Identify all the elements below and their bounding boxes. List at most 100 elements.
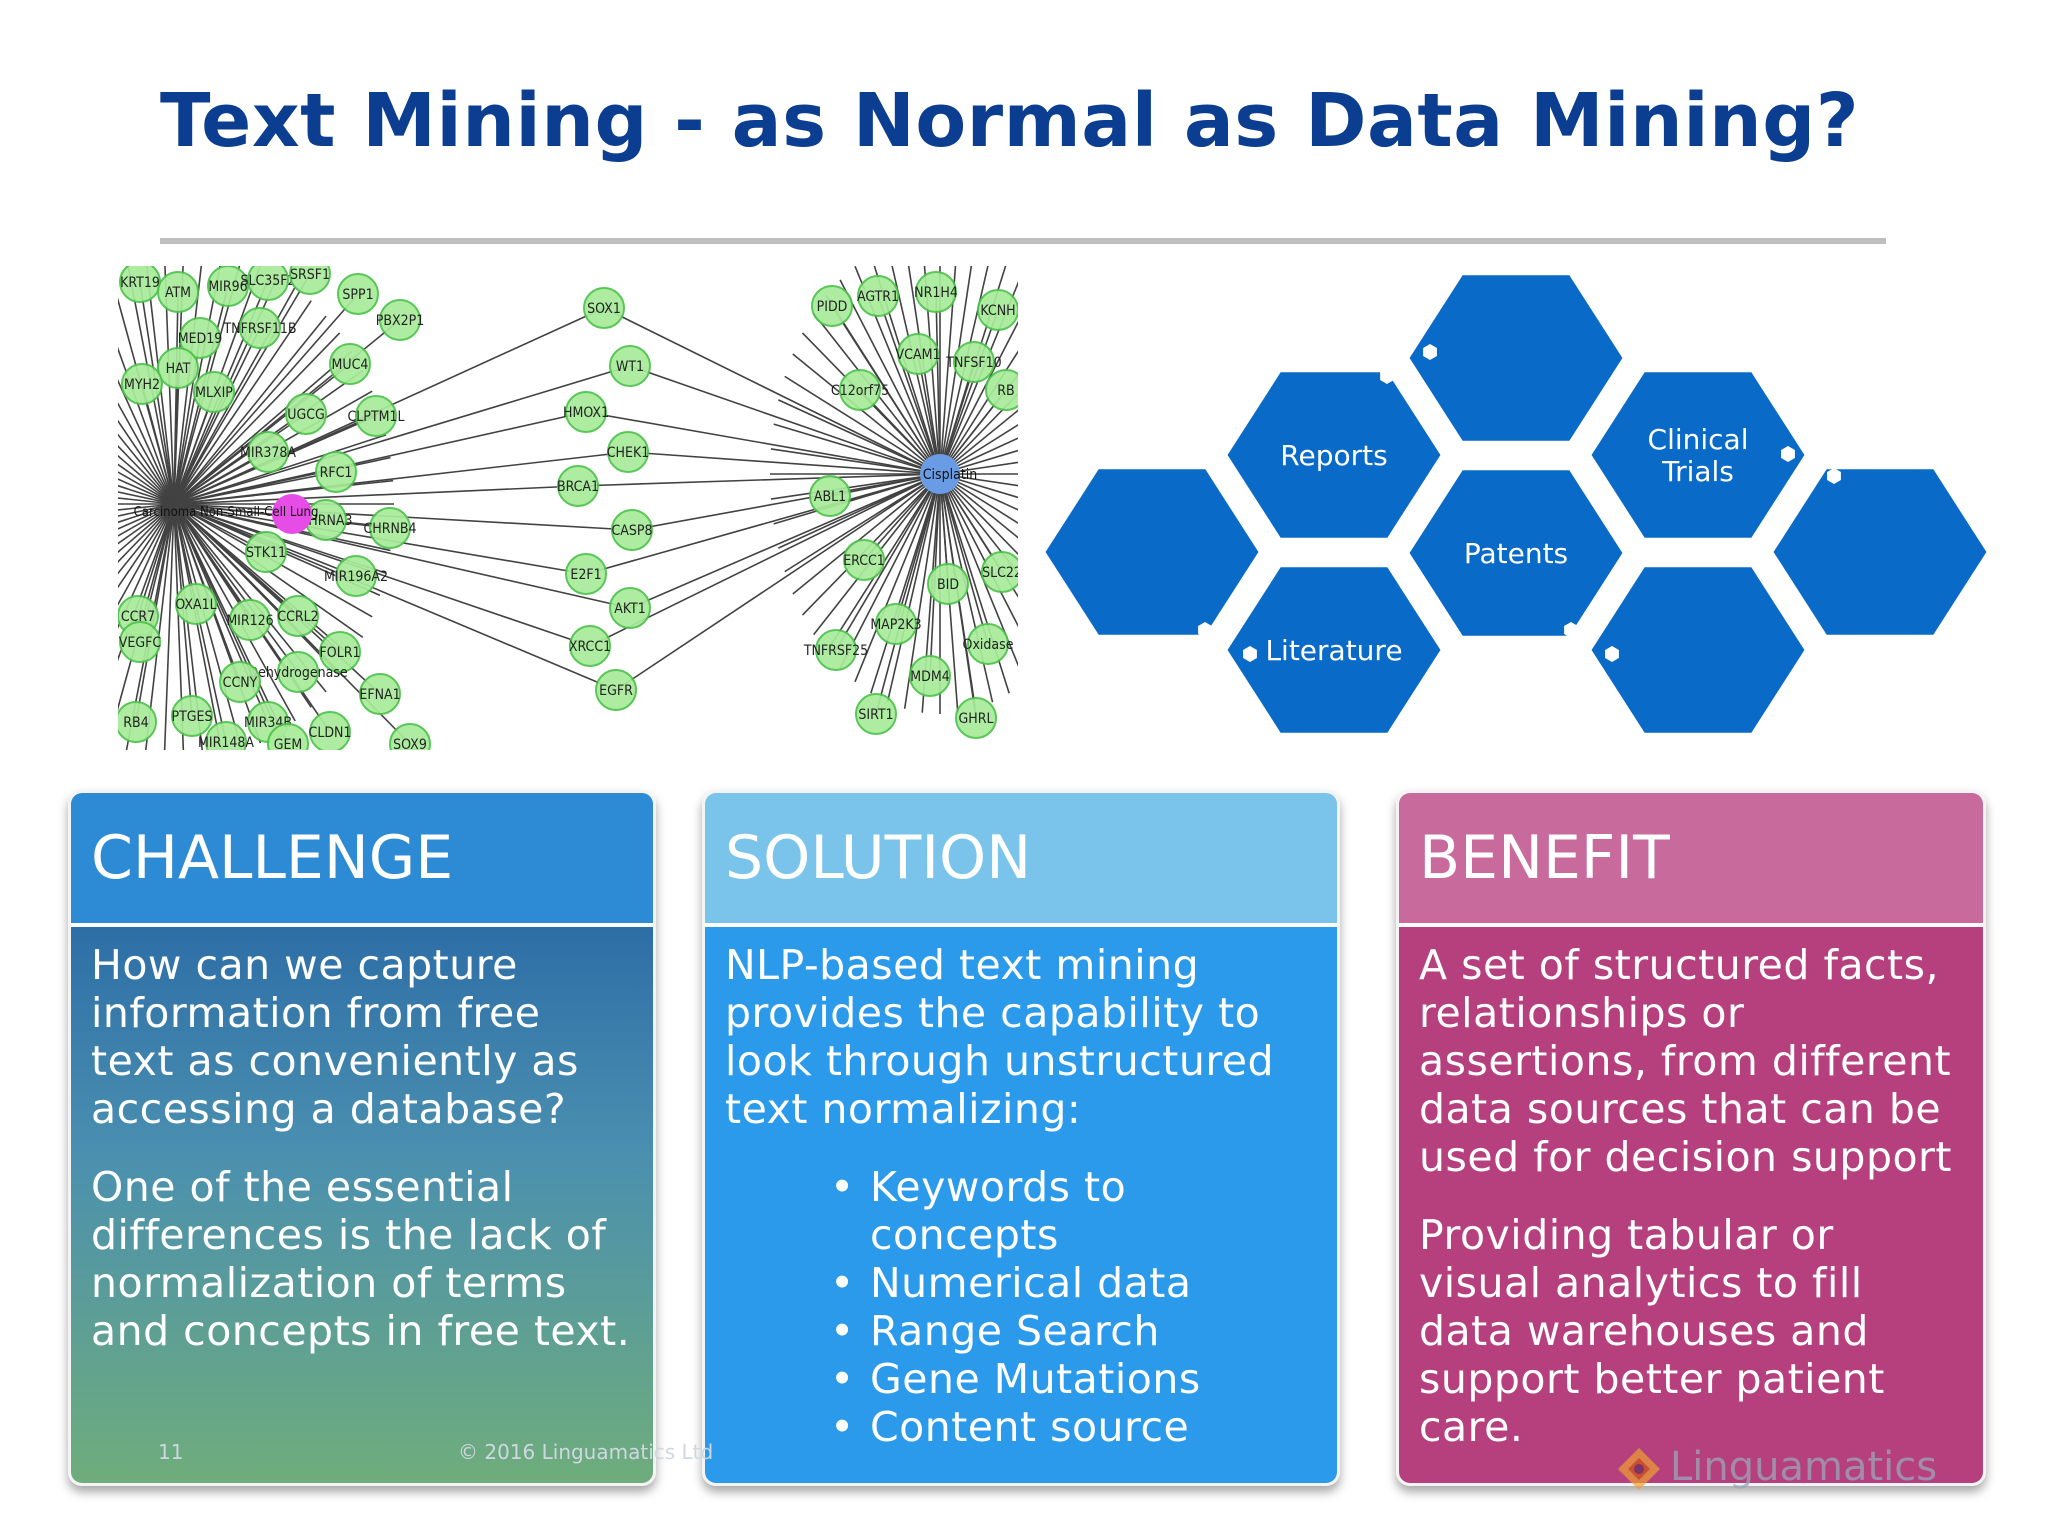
- svg-text:MAP2K3: MAP2K3: [870, 617, 921, 633]
- svg-text:MED19: MED19: [178, 331, 223, 347]
- svg-text:NR1H4: NR1H4: [914, 285, 958, 301]
- gene-node: SLC35F2: [240, 266, 296, 301]
- gene-node: MIR378A: [240, 431, 296, 473]
- gene-node: AKT1: [609, 587, 651, 629]
- svg-text:Literature: Literature: [1265, 634, 1402, 667]
- svg-text:EGFR: EGFR: [599, 683, 633, 699]
- svg-text:GEM: GEM: [274, 737, 303, 750]
- svg-text:Cisplatin: Cisplatin: [923, 467, 978, 483]
- hexagon-dot-icon: [1827, 468, 1841, 484]
- hexagon-reports: Reports: [1220, 366, 1448, 544]
- gene-node: MIR126: [226, 599, 274, 641]
- hub-node-drug: Cisplatin: [920, 454, 977, 494]
- gene-node: GHRL: [955, 697, 997, 739]
- svg-text:MLXIP: MLXIP: [195, 385, 233, 401]
- svg-text:CLDN1: CLDN1: [309, 725, 352, 741]
- hexagon-patents: Patents: [1402, 464, 1630, 642]
- copyright-text: © 2016 Linguamatics Ltd: [458, 1440, 714, 1464]
- gene-node: XRCC1: [569, 625, 611, 667]
- svg-text:CHRNA3: CHRNA3: [299, 513, 352, 529]
- hexagon-blank: [1402, 269, 1630, 447]
- gene-node: TNFSF10: [945, 341, 1002, 383]
- solution-body: NLP-based text mining provides the capab…: [705, 927, 1337, 1483]
- gene-node: CHRNA3: [299, 499, 353, 541]
- gene-node: AGTR1: [857, 275, 899, 317]
- svg-text:MIR96: MIR96: [208, 279, 247, 295]
- gene-node: C12orf75: [831, 369, 889, 411]
- hexagon-dot-icon: [1423, 344, 1437, 360]
- gene-node: SOX9: [389, 723, 431, 750]
- challenge-card: CHALLENGE How can we capture information…: [68, 790, 656, 1486]
- svg-text:AKT1: AKT1: [614, 601, 646, 617]
- svg-text:CCNY: CCNY: [223, 675, 258, 691]
- hexagon-dot-icon: [1380, 368, 1394, 384]
- challenge-paragraph-2: One of the essential differences is the …: [91, 1163, 631, 1355]
- solution-bullet: Numerical data: [830, 1259, 1317, 1307]
- gene-node: PBX2P1: [376, 299, 424, 341]
- svg-text:RB4: RB4: [123, 715, 148, 731]
- challenge-body: How can we capture information from free…: [71, 927, 653, 1483]
- svg-text:CASP8: CASP8: [611, 523, 652, 539]
- gene-node: CCNY: [219, 661, 261, 703]
- challenge-heading: CHALLENGE: [71, 793, 653, 923]
- logo-text: Linguamatics: [1670, 1444, 1938, 1490]
- gene-node: Dehydrogenase: [248, 651, 348, 693]
- svg-text:KRT19: KRT19: [120, 275, 160, 291]
- svg-text:MIR378A: MIR378A: [240, 445, 296, 461]
- gene-node: E2F1: [565, 553, 607, 595]
- gene-node: FOLR1: [319, 631, 361, 673]
- svg-text:CCRL2: CCRL2: [277, 609, 318, 625]
- hexagon-dot-icon: [1781, 446, 1795, 462]
- gene-node: HMOX1: [563, 391, 609, 433]
- svg-text:SPP1: SPP1: [342, 287, 373, 303]
- svg-text:E2F1: E2F1: [570, 567, 601, 583]
- svg-text:CHRNB4: CHRNB4: [363, 521, 416, 537]
- svg-text:ATM: ATM: [165, 285, 191, 301]
- svg-text:Trials: Trials: [1661, 455, 1734, 488]
- gene-node: CCRL2: [277, 595, 319, 637]
- hexagon-literature: Literature: [1220, 561, 1448, 739]
- gene-node: BID: [927, 563, 969, 605]
- gene-node: KRT19: [119, 266, 161, 303]
- solution-card: SOLUTION NLP-based text mining provides …: [702, 790, 1340, 1486]
- hub-node-disease: Carcinoma Non-Small-Cell Lung: [134, 494, 318, 534]
- gene-node: HAT: [157, 347, 199, 389]
- gene-node: TNFRSF11B: [222, 307, 297, 349]
- svg-text:XRCC1: XRCC1: [569, 639, 611, 655]
- svg-text:CHEK1: CHEK1: [607, 445, 650, 461]
- slide-title: Text Mining - as Normal as Data Mining?: [160, 78, 1860, 164]
- svg-text:HMOX1: HMOX1: [563, 405, 609, 421]
- benefit-heading: BENEFIT: [1399, 793, 1983, 923]
- svg-text:STK11: STK11: [246, 545, 286, 561]
- gene-node: SOX1: [583, 287, 625, 329]
- svg-text:PTGES: PTGES: [171, 709, 212, 725]
- svg-text:Oxidase: Oxidase: [963, 637, 1014, 653]
- hexagon-dot-icon: [1605, 646, 1619, 662]
- svg-text:BRCA1: BRCA1: [557, 479, 599, 495]
- gene-node: MAP2K3: [870, 603, 922, 645]
- svg-text:MYH2: MYH2: [124, 377, 160, 393]
- gene-node: SPP1: [337, 273, 379, 315]
- hexagon-blank: [1584, 561, 1812, 739]
- gene-node: OXA1L: [175, 583, 217, 625]
- svg-text:Clinical: Clinical: [1648, 423, 1749, 456]
- svg-text:PBX2P1: PBX2P1: [376, 313, 424, 329]
- svg-text:SLC22: SLC22: [982, 565, 1018, 581]
- gene-node: BRCA1: [557, 465, 599, 507]
- gene-node: MUC4: [329, 343, 371, 385]
- gene-node: MIR148A: [198, 721, 254, 750]
- svg-text:AGTR1: AGTR1: [857, 289, 899, 305]
- svg-text:CCR7: CCR7: [121, 609, 155, 625]
- gene-node: ATM: [157, 271, 199, 313]
- svg-text:HAT: HAT: [166, 361, 191, 377]
- gene-node: CHEK1: [607, 431, 650, 473]
- gene-node: ERCC1: [843, 539, 885, 581]
- gene-node: SRSF1: [289, 266, 331, 295]
- gene-node: MIR196A2: [324, 555, 388, 597]
- page-number: 11: [158, 1440, 184, 1464]
- gene-node: KCNH: [977, 289, 1018, 331]
